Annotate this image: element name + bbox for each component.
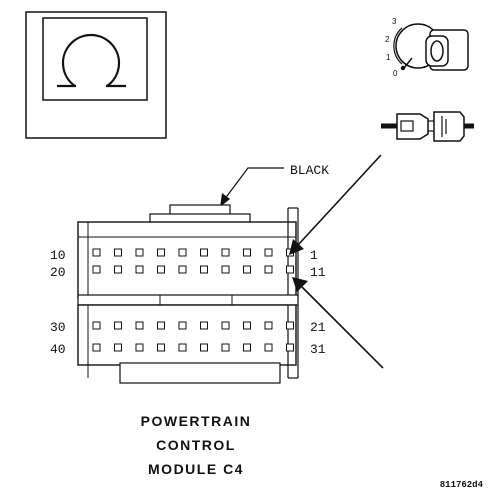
figure-code: 811762d4 — [440, 480, 484, 490]
pin-cavity — [264, 321, 273, 330]
pin-cavity — [114, 265, 122, 274]
pin-cavity — [243, 321, 251, 330]
ignition-key-icon: 3 2 1 0 — [385, 17, 469, 78]
pin-cavity — [135, 265, 144, 274]
pin-cavity — [135, 343, 144, 352]
pin-cavity — [264, 248, 273, 257]
pin-cavity — [286, 265, 294, 274]
pin-cavity — [135, 248, 144, 257]
pin-cavity — [157, 343, 165, 352]
pin-label-31: 31 — [310, 342, 326, 357]
pin-cavity — [243, 265, 251, 274]
pin-label-20: 20 — [50, 265, 66, 280]
pin-cavity — [178, 321, 187, 330]
pin-cavity — [135, 321, 144, 330]
pin-cavity — [157, 248, 165, 257]
pin-cavity — [178, 265, 187, 274]
connector-plug-icon — [381, 111, 474, 142]
pin-label-40: 40 — [50, 342, 66, 357]
ignition-position-1: 1 — [386, 53, 391, 62]
pin-cavity — [92, 321, 101, 330]
pcm-connector-body — [77, 204, 299, 384]
pin-cavity — [178, 248, 187, 257]
ignition-position-2: 2 — [385, 35, 390, 44]
pin-cavity — [221, 343, 230, 352]
pin-cavity — [200, 248, 208, 257]
pin-cavity — [243, 343, 251, 352]
ignition-position-0: 0 — [393, 69, 398, 78]
pin-cavity-grid — [92, 248, 294, 352]
pointer-arrow-icon — [289, 154, 382, 255]
title-line-2: CONTROL — [156, 437, 236, 453]
title-line-3: MODULE C4 — [148, 461, 244, 477]
pin-cavity — [200, 321, 208, 330]
title-line-1: POWERTRAIN — [141, 413, 252, 429]
pointer-arrow-icon — [292, 277, 384, 369]
wire-color-label: BLACK — [290, 163, 329, 178]
pin-cavity — [178, 343, 187, 352]
pin-cavity — [286, 321, 294, 330]
pin-label-30: 30 — [50, 320, 66, 335]
pin-cavity — [114, 343, 122, 352]
pin-cavity — [286, 343, 294, 352]
pin-cavity — [264, 343, 273, 352]
pin-cavity — [157, 265, 165, 274]
pin-label-1: 1 — [310, 248, 318, 263]
pin-cavity — [200, 265, 208, 274]
pin-cavity — [92, 343, 101, 352]
pin-cavity — [114, 321, 122, 330]
pin-cavity — [92, 248, 101, 257]
pin-cavity — [200, 343, 208, 352]
pin-label-11: 11 — [310, 265, 326, 280]
wire-color-callout: BLACK — [220, 163, 329, 207]
pin-cavity — [114, 248, 122, 257]
pin-cavity — [157, 321, 165, 330]
pin-cavity — [221, 248, 230, 257]
pin-cavity — [264, 265, 273, 274]
ohmmeter-symbol-icon — [25, 11, 167, 139]
pin-cavity — [221, 265, 230, 274]
pin-label-10: 10 — [50, 248, 66, 263]
ignition-position-3: 3 — [392, 17, 397, 26]
pin-cavity — [92, 265, 101, 274]
pin-label-21: 21 — [310, 320, 326, 335]
pin-cavity — [221, 321, 230, 330]
pin-cavity — [243, 248, 251, 257]
